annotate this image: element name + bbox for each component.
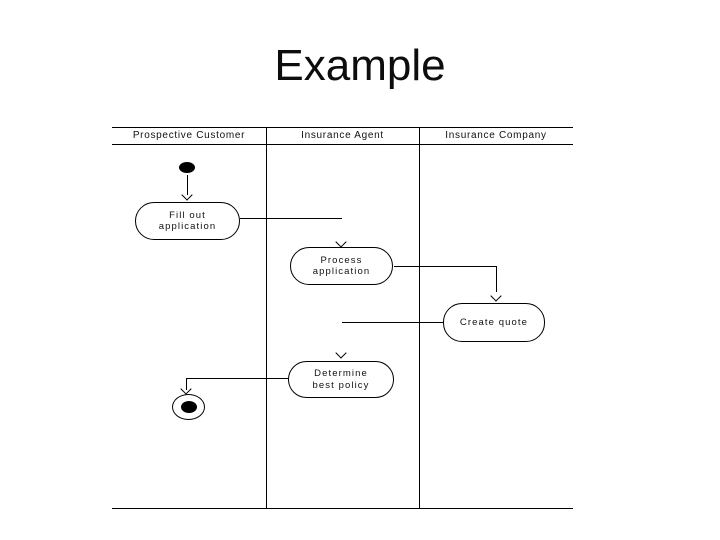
activity-fill-out-application: Fill out application [135, 202, 240, 240]
activity-label: best policy [312, 379, 370, 391]
start-node [179, 162, 195, 173]
activity-label: application [312, 266, 371, 277]
lane-divider-2 [419, 127, 420, 508]
flow-fill-out-to-process-line [240, 218, 342, 219]
arrowhead-down-icon [335, 236, 347, 248]
arrowhead-down-icon [335, 347, 347, 359]
end-node-core [180, 401, 197, 413]
flow-create-to-determine-line [342, 322, 443, 323]
flow-start-to-fill-out-shaft [187, 175, 188, 195]
activity-label: Fill out [169, 209, 206, 221]
swimlane-top-border [112, 127, 573, 128]
flow-determine-to-end-line-v [186, 378, 187, 390]
lane-header-insurance-company: Insurance Company [445, 130, 547, 141]
lane-divider-1 [266, 127, 267, 508]
end-node [172, 394, 205, 420]
activity-label: Determine [314, 368, 368, 379]
slide-title: Example [274, 41, 446, 90]
activity-determine-best-policy: Determine best policy [288, 361, 394, 398]
lane-header-insurance-agent: Insurance Agent [301, 130, 384, 141]
activity-label: Create quote [459, 316, 529, 328]
arrowhead-down-icon [490, 290, 502, 302]
flow-determine-to-end-line-h [186, 378, 288, 379]
flow-process-to-create-line-v [496, 266, 497, 292]
lane-header-prospective-customer: Prospective Customer [132, 130, 246, 141]
arrowhead-down-icon [180, 383, 192, 395]
activity-label: application [158, 221, 217, 232]
swimlane-header-divider [112, 144, 573, 145]
arrowhead-down-icon [181, 189, 193, 201]
flow-process-to-create-line-h [394, 266, 496, 267]
activity-label: Process [320, 254, 363, 266]
activity-process-application: Process application [290, 247, 393, 285]
activity-create-quote: Create quote [443, 303, 545, 342]
swimlane-bottom-border [112, 508, 573, 509]
